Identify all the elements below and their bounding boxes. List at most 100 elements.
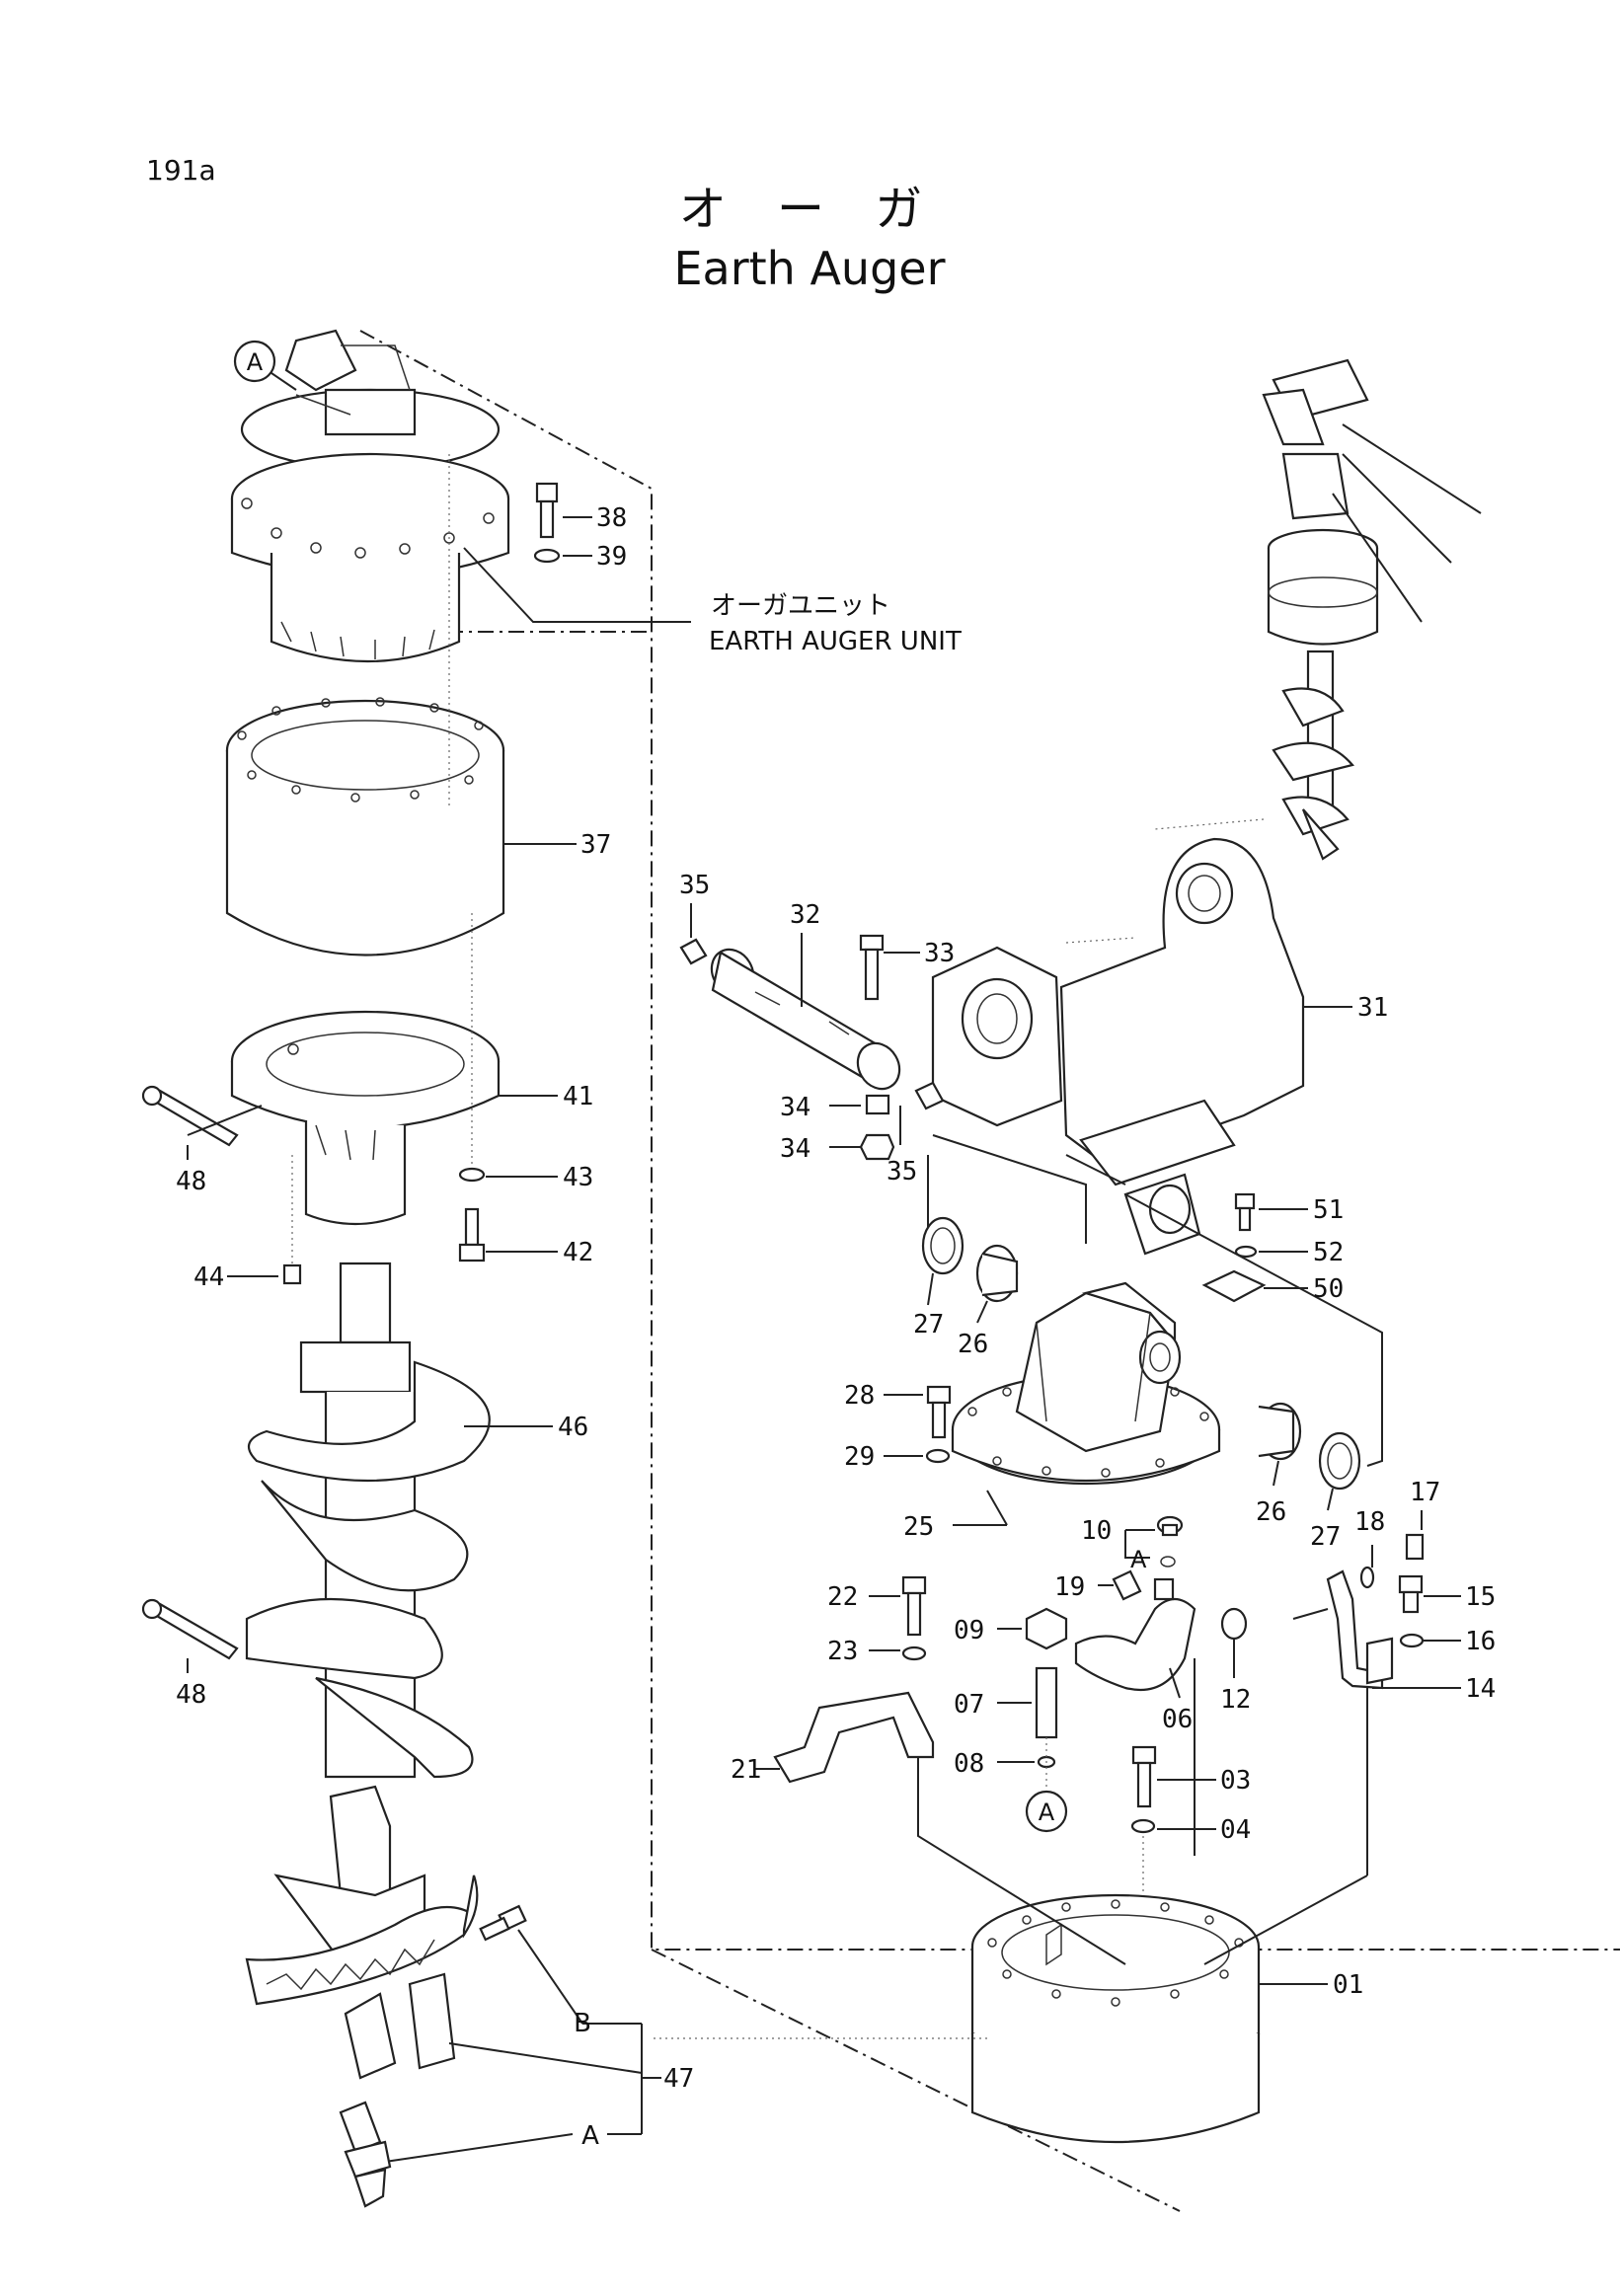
svg-text:09: 09	[954, 1616, 984, 1645]
pin-48-lower: 48	[141, 1598, 239, 1710]
svg-text:14: 14	[1465, 1674, 1496, 1704]
svg-text:35: 35	[679, 871, 710, 900]
svg-text:31: 31	[1357, 993, 1388, 1023]
tooth-bolt	[479, 1904, 583, 2025]
svg-text:33: 33	[924, 939, 955, 968]
svg-text:B: B	[574, 2009, 591, 2038]
assembly-leader-lines	[917, 1658, 1368, 1965]
svg-text:25: 25	[903, 1512, 934, 1542]
adapter-07: 07	[954, 1666, 1058, 1739]
washer-43: 43	[458, 1163, 593, 1192]
bracket-14: 14	[1292, 1569, 1496, 1875]
svg-text:06: 06	[1162, 1705, 1193, 1734]
callout-47-bracket: B 47 A	[384, 2009, 694, 2163]
svg-text:27: 27	[913, 1310, 944, 1339]
svg-text:52: 52	[1313, 1238, 1344, 1267]
grease-nipple-35-lower: 35	[887, 1081, 945, 1186]
bracket-31: 31	[931, 837, 1388, 1256]
svg-text:A: A	[581, 2121, 599, 2151]
ref-a-marker-top: A	[233, 340, 297, 391]
assembled-auger-view	[1154, 358, 1482, 861]
unit-label-en: EARTH AUGER UNIT	[709, 627, 962, 656]
fitting-19: 19	[1054, 1569, 1142, 1602]
bolt-51: 51	[1234, 1192, 1344, 1232]
svg-text:42: 42	[563, 1238, 593, 1267]
title-english: Earth Auger	[673, 242, 945, 295]
svg-text:46: 46	[558, 1413, 588, 1442]
washer-52: 52	[1234, 1238, 1344, 1267]
tooth-a	[339, 2101, 392, 2208]
bolt-33: 33	[859, 934, 955, 1001]
bolt-42: 42	[458, 1207, 593, 1267]
housing-01: 01	[652, 1893, 1363, 2144]
svg-text:26: 26	[1256, 1497, 1286, 1527]
svg-text:48: 48	[176, 1680, 206, 1710]
svg-text:04: 04	[1220, 1815, 1251, 1845]
bushing-26-left: 26	[958, 1244, 1019, 1359]
svg-text:50: 50	[1313, 1274, 1344, 1304]
unit-label-jp: オーガユニット	[711, 591, 890, 621]
boss-assembly-outline	[927, 1134, 1383, 1467]
svg-text:38: 38	[596, 503, 627, 533]
svg-text:01: 01	[1333, 1970, 1363, 2000]
washer-04: 04	[1130, 1815, 1251, 1974]
svg-text:08: 08	[954, 1749, 984, 1779]
svg-text:41: 41	[563, 1082, 593, 1111]
svg-text:39: 39	[596, 542, 627, 572]
svg-text:19: 19	[1054, 1572, 1085, 1602]
nut-34-lower: 34	[780, 1133, 895, 1164]
bolt-38: 38	[535, 482, 627, 539]
unit-group-bracket	[355, 330, 1620, 2212]
title-japanese: オ ー ガ	[679, 182, 941, 237]
auger-bit-47	[245, 1785, 479, 2080]
svg-text:29: 29	[844, 1442, 875, 1472]
grease-nipple-44: 44	[193, 1155, 302, 1292]
svg-text:34: 34	[780, 1093, 810, 1122]
bolt-28: 28	[844, 1381, 952, 1439]
swivel-block-25: 25	[903, 1281, 1221, 1542]
washer-34-upper: 34	[780, 1093, 890, 1122]
bracket-21: 21	[731, 1691, 935, 1785]
bushing-27-left: 27	[913, 1216, 964, 1339]
svg-text:35: 35	[887, 1157, 917, 1186]
pin-48-upper: 48	[141, 1085, 263, 1196]
oring-08: 08	[954, 1737, 1056, 1787]
washer-39: 39	[533, 542, 627, 572]
bolt-17: 17	[1405, 1478, 1440, 1561]
ref-a-marker-mid: A	[1025, 1790, 1068, 1833]
svg-text:51: 51	[1313, 1195, 1344, 1225]
svg-text:48: 48	[176, 1167, 206, 1196]
bushing-26-right: 26	[1256, 1402, 1302, 1527]
svg-text:A: A	[1130, 1546, 1147, 1573]
hose-fitting-06: 06	[1074, 1577, 1196, 1734]
page-code: 191a	[146, 154, 216, 187]
washer-16: 16	[1399, 1627, 1496, 1656]
svg-text:15: 15	[1465, 1582, 1496, 1612]
svg-text:22: 22	[827, 1582, 858, 1612]
bolt-15: 15	[1398, 1574, 1496, 1614]
svg-text:10: 10	[1081, 1516, 1112, 1546]
svg-text:07: 07	[954, 1690, 984, 1720]
pin-32: 32	[710, 900, 901, 1091]
bushing-27-right: 27	[1310, 1431, 1361, 1552]
bolt-22: 22	[827, 1575, 927, 1637]
flange-41: 41	[230, 913, 593, 1226]
plate-50: 50	[1201, 1269, 1344, 1304]
svg-text:27: 27	[1310, 1522, 1341, 1552]
svg-text:21: 21	[731, 1755, 761, 1785]
svg-text:44: 44	[193, 1263, 224, 1292]
earth-auger-unit-label: オーガユニット EARTH AUGER UNIT	[463, 547, 962, 656]
svg-text:43: 43	[563, 1163, 593, 1192]
svg-text:23: 23	[827, 1637, 858, 1666]
svg-text:28: 28	[844, 1381, 875, 1411]
earth-auger-unit-motor	[230, 329, 510, 663]
ring-37: 37	[225, 454, 611, 957]
svg-text:03: 03	[1220, 1766, 1251, 1796]
svg-text:37: 37	[580, 830, 611, 860]
svg-text:16: 16	[1465, 1627, 1496, 1656]
svg-text:47: 47	[663, 2064, 694, 2094]
plug-10: 10 A	[1081, 1515, 1184, 1573]
plug-12: 12	[1220, 1607, 1251, 1715]
svg-text:34: 34	[780, 1134, 810, 1164]
